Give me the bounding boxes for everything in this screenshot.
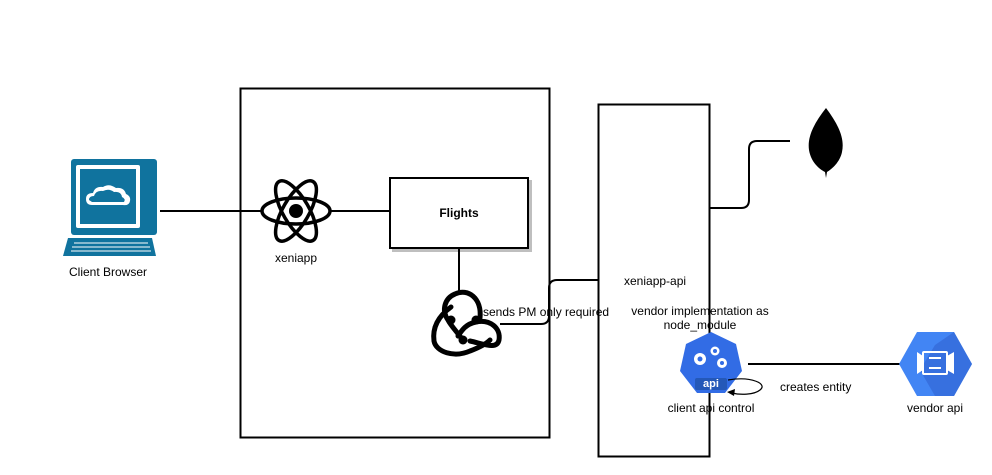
- react-atom-icon: [260, 179, 332, 243]
- self-loop-arrow: [727, 378, 763, 396]
- xeniapp-api-container: [597, 103, 711, 458]
- xeniapp-api-label: xeniapp-api: [624, 274, 687, 288]
- flights-label: Flights: [439, 206, 479, 220]
- redux-icon: [431, 289, 502, 357]
- client-api-control-label: client api control: [667, 401, 755, 415]
- api-icon-text: api: [703, 378, 719, 390]
- client-browser-label: Client Browser: [68, 265, 148, 279]
- vendor-implementation-line2: node_module: [663, 318, 737, 332]
- computer-monitor-icon: [63, 159, 157, 256]
- cloud-endpoints-icon[interactable]: [899, 332, 972, 396]
- mongodb-leaf-icon: [808, 108, 843, 178]
- xeniapp-label: xeniapp: [274, 251, 318, 265]
- flights-box[interactable]: [389, 177, 529, 249]
- vendor-api-label: vendor api: [906, 401, 964, 415]
- vendor-implementation-label: vendor implementation as node_module: [622, 304, 778, 332]
- sends-pm-label: sends PM only required: [483, 305, 610, 319]
- creates-entity-label: creates entity: [780, 380, 852, 394]
- kubernetes-api-icon[interactable]: [680, 332, 742, 393]
- edge-api-to-mongodb: [710, 140, 790, 209]
- vendor-implementation-line1: vendor implementation as: [631, 304, 769, 318]
- xeniapp-container: [239, 87, 551, 439]
